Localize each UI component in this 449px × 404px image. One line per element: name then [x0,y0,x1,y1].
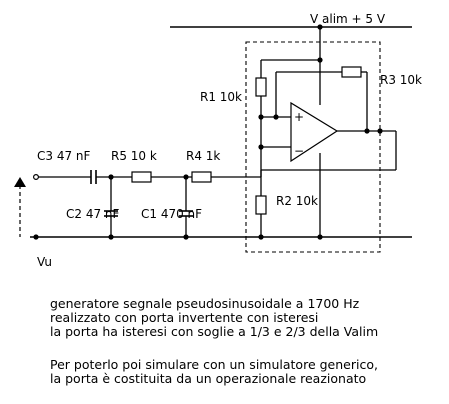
description-line: generatore segnale pseudosinusoidale a 1… [50,296,360,311]
junction-dot [317,234,323,240]
junction-dot [273,114,279,120]
description-line: Per poterlo poi simulare con un simulato… [50,357,378,372]
r2-label: R2 10k [276,194,318,208]
resistor-r2 [255,195,267,215]
resistor-r1 [255,77,267,97]
junction-dot [108,234,114,240]
resistor-r4 [191,171,212,183]
junction-dot [183,234,189,240]
c3-label: C3 47 nF [37,149,91,163]
circuit-schematic: V alim + 5 V R1 10k R3 10k + − R2 10k [14,12,422,269]
opamp-triangle [290,101,339,163]
description-line: la porta ha isteresi con soglie a 1/3 e … [50,324,379,339]
junction-dot [317,24,323,30]
r3-label: R3 10k [380,73,422,87]
vu-arrow-head-icon [14,177,26,187]
description-line: realizzato con porta invertente con iste… [50,310,319,325]
junction-dot [364,128,370,134]
gate-boundary-box [245,41,381,253]
opamp-minus-sign: − [294,144,304,158]
junction-dot [377,128,383,134]
resistor-r3 [341,66,362,78]
r5-label: R5 10 k [111,149,157,163]
junction-dot [258,234,264,240]
resistor-r5 [131,171,152,183]
vu-label: Vu [37,255,52,269]
supply-label: V alim + 5 V [310,12,386,26]
c1-label: C1 470 nF [141,207,202,221]
description-paragraph-1: generatore segnale pseudosinusoidale a 1… [50,297,378,339]
junction-dot [33,234,39,240]
r4-label: R4 1k [186,149,220,163]
input-terminal [32,174,39,181]
description-line: la porta è costituita da un operazionale… [50,371,367,386]
description-paragraph-2: Per poterlo poi simulare con un simulato… [50,358,378,386]
opamp-plus-sign: + [294,110,304,124]
r1-label: R1 10k [200,90,242,104]
c2-label: C2 47 nF [66,207,120,221]
